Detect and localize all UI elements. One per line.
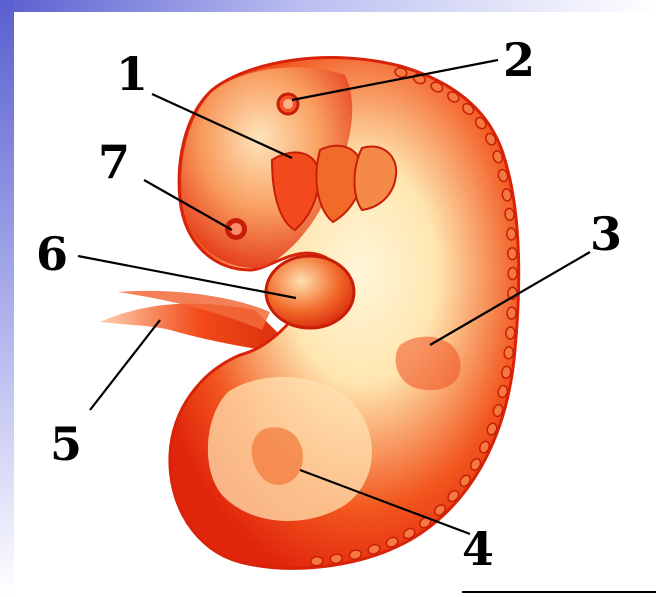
somite [507,307,517,319]
somite [508,248,517,260]
label-2: 2 [503,33,535,87]
label-1: 1 [116,47,148,101]
somite [504,208,514,221]
label-3: 3 [590,207,622,261]
somite [310,556,323,566]
somite [505,327,515,340]
label-7: 7 [98,135,130,189]
somite [508,268,517,280]
bottom-rule [462,591,656,593]
label-6: 6 [36,227,68,281]
heart-bulge [266,256,354,328]
somite [504,346,514,359]
label-4: 4 [462,522,494,576]
leader-line-5 [90,320,160,410]
label-5: 5 [50,417,82,471]
somite [506,228,516,241]
ear-placode-center [283,99,293,109]
